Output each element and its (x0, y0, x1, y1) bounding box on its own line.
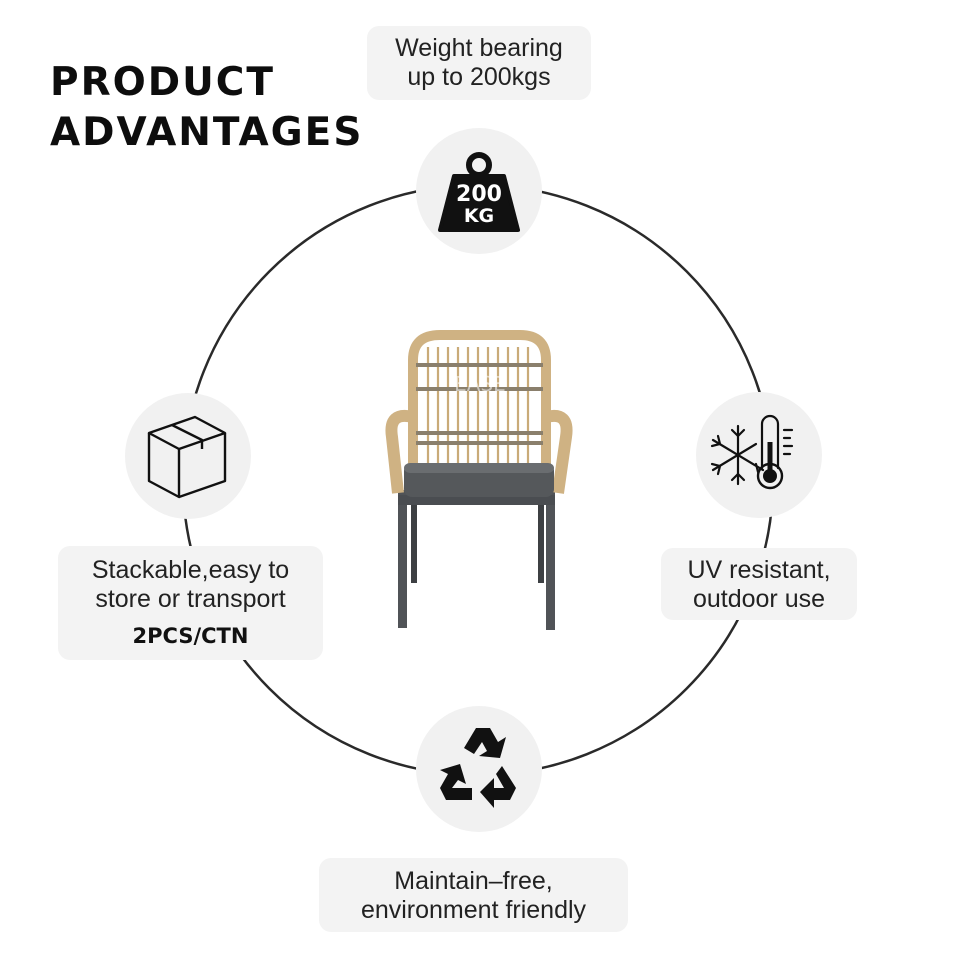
box-icon-disc (125, 393, 251, 519)
weight-icon-number: 200 (456, 182, 502, 207)
chair-armrest-right (544, 410, 573, 494)
weight-icon: 200 KG (438, 152, 520, 232)
eco-label-line-2: environment friendly (360, 896, 587, 924)
stack-label: Stackable,easy to store or transport 2PC… (58, 546, 323, 660)
chair-leg-front-right (546, 490, 555, 630)
weight-label: Weight bearing up to 200kgs (367, 26, 591, 100)
stack-label-line-3: 2PCS/CTN (132, 624, 249, 648)
chair-leg-front-left (398, 490, 407, 628)
uv-icon-disc (696, 392, 822, 518)
recycle-icon-disc (416, 706, 542, 832)
snowflake-thermometer-icon (710, 414, 794, 490)
uv-label: UV resistant, outdoor use (661, 548, 857, 620)
box-icon (147, 415, 227, 499)
stack-label-line-1: Stackable,easy to (91, 556, 290, 584)
stack-label-line-2: store or transport (95, 585, 286, 613)
chair-weave (426, 347, 530, 473)
uv-label-line-2: outdoor use (692, 585, 826, 613)
chair-watermark: EASE (454, 372, 506, 396)
weight-icon-unit: KG (464, 205, 494, 227)
chair-weave-bands (416, 363, 543, 445)
weight-icon-disc: 200 KG (416, 128, 542, 254)
weight-label-line-1: Weight bearing (395, 34, 563, 62)
title-line-1: PRODUCT (50, 60, 276, 105)
page-title: PRODUCT ADVANTAGES (50, 58, 363, 158)
chair-leg-back-right (538, 493, 544, 583)
eco-label: Maintain–free, environment friendly (319, 858, 628, 932)
title-line-2: ADVANTAGES (50, 110, 364, 155)
uv-label-line-1: UV resistant, (687, 556, 831, 584)
rattan-dining-chair: EASE (385, 330, 573, 630)
chair-leg-back-left (411, 493, 417, 583)
recycle-icon (440, 728, 516, 808)
chair-backrest-frame (408, 330, 551, 475)
chair-frame (398, 495, 555, 505)
weight-label-line-2: up to 200kgs (407, 63, 551, 91)
chair-armrest-left (385, 410, 415, 494)
eco-label-line-1: Maintain–free, (394, 867, 553, 895)
